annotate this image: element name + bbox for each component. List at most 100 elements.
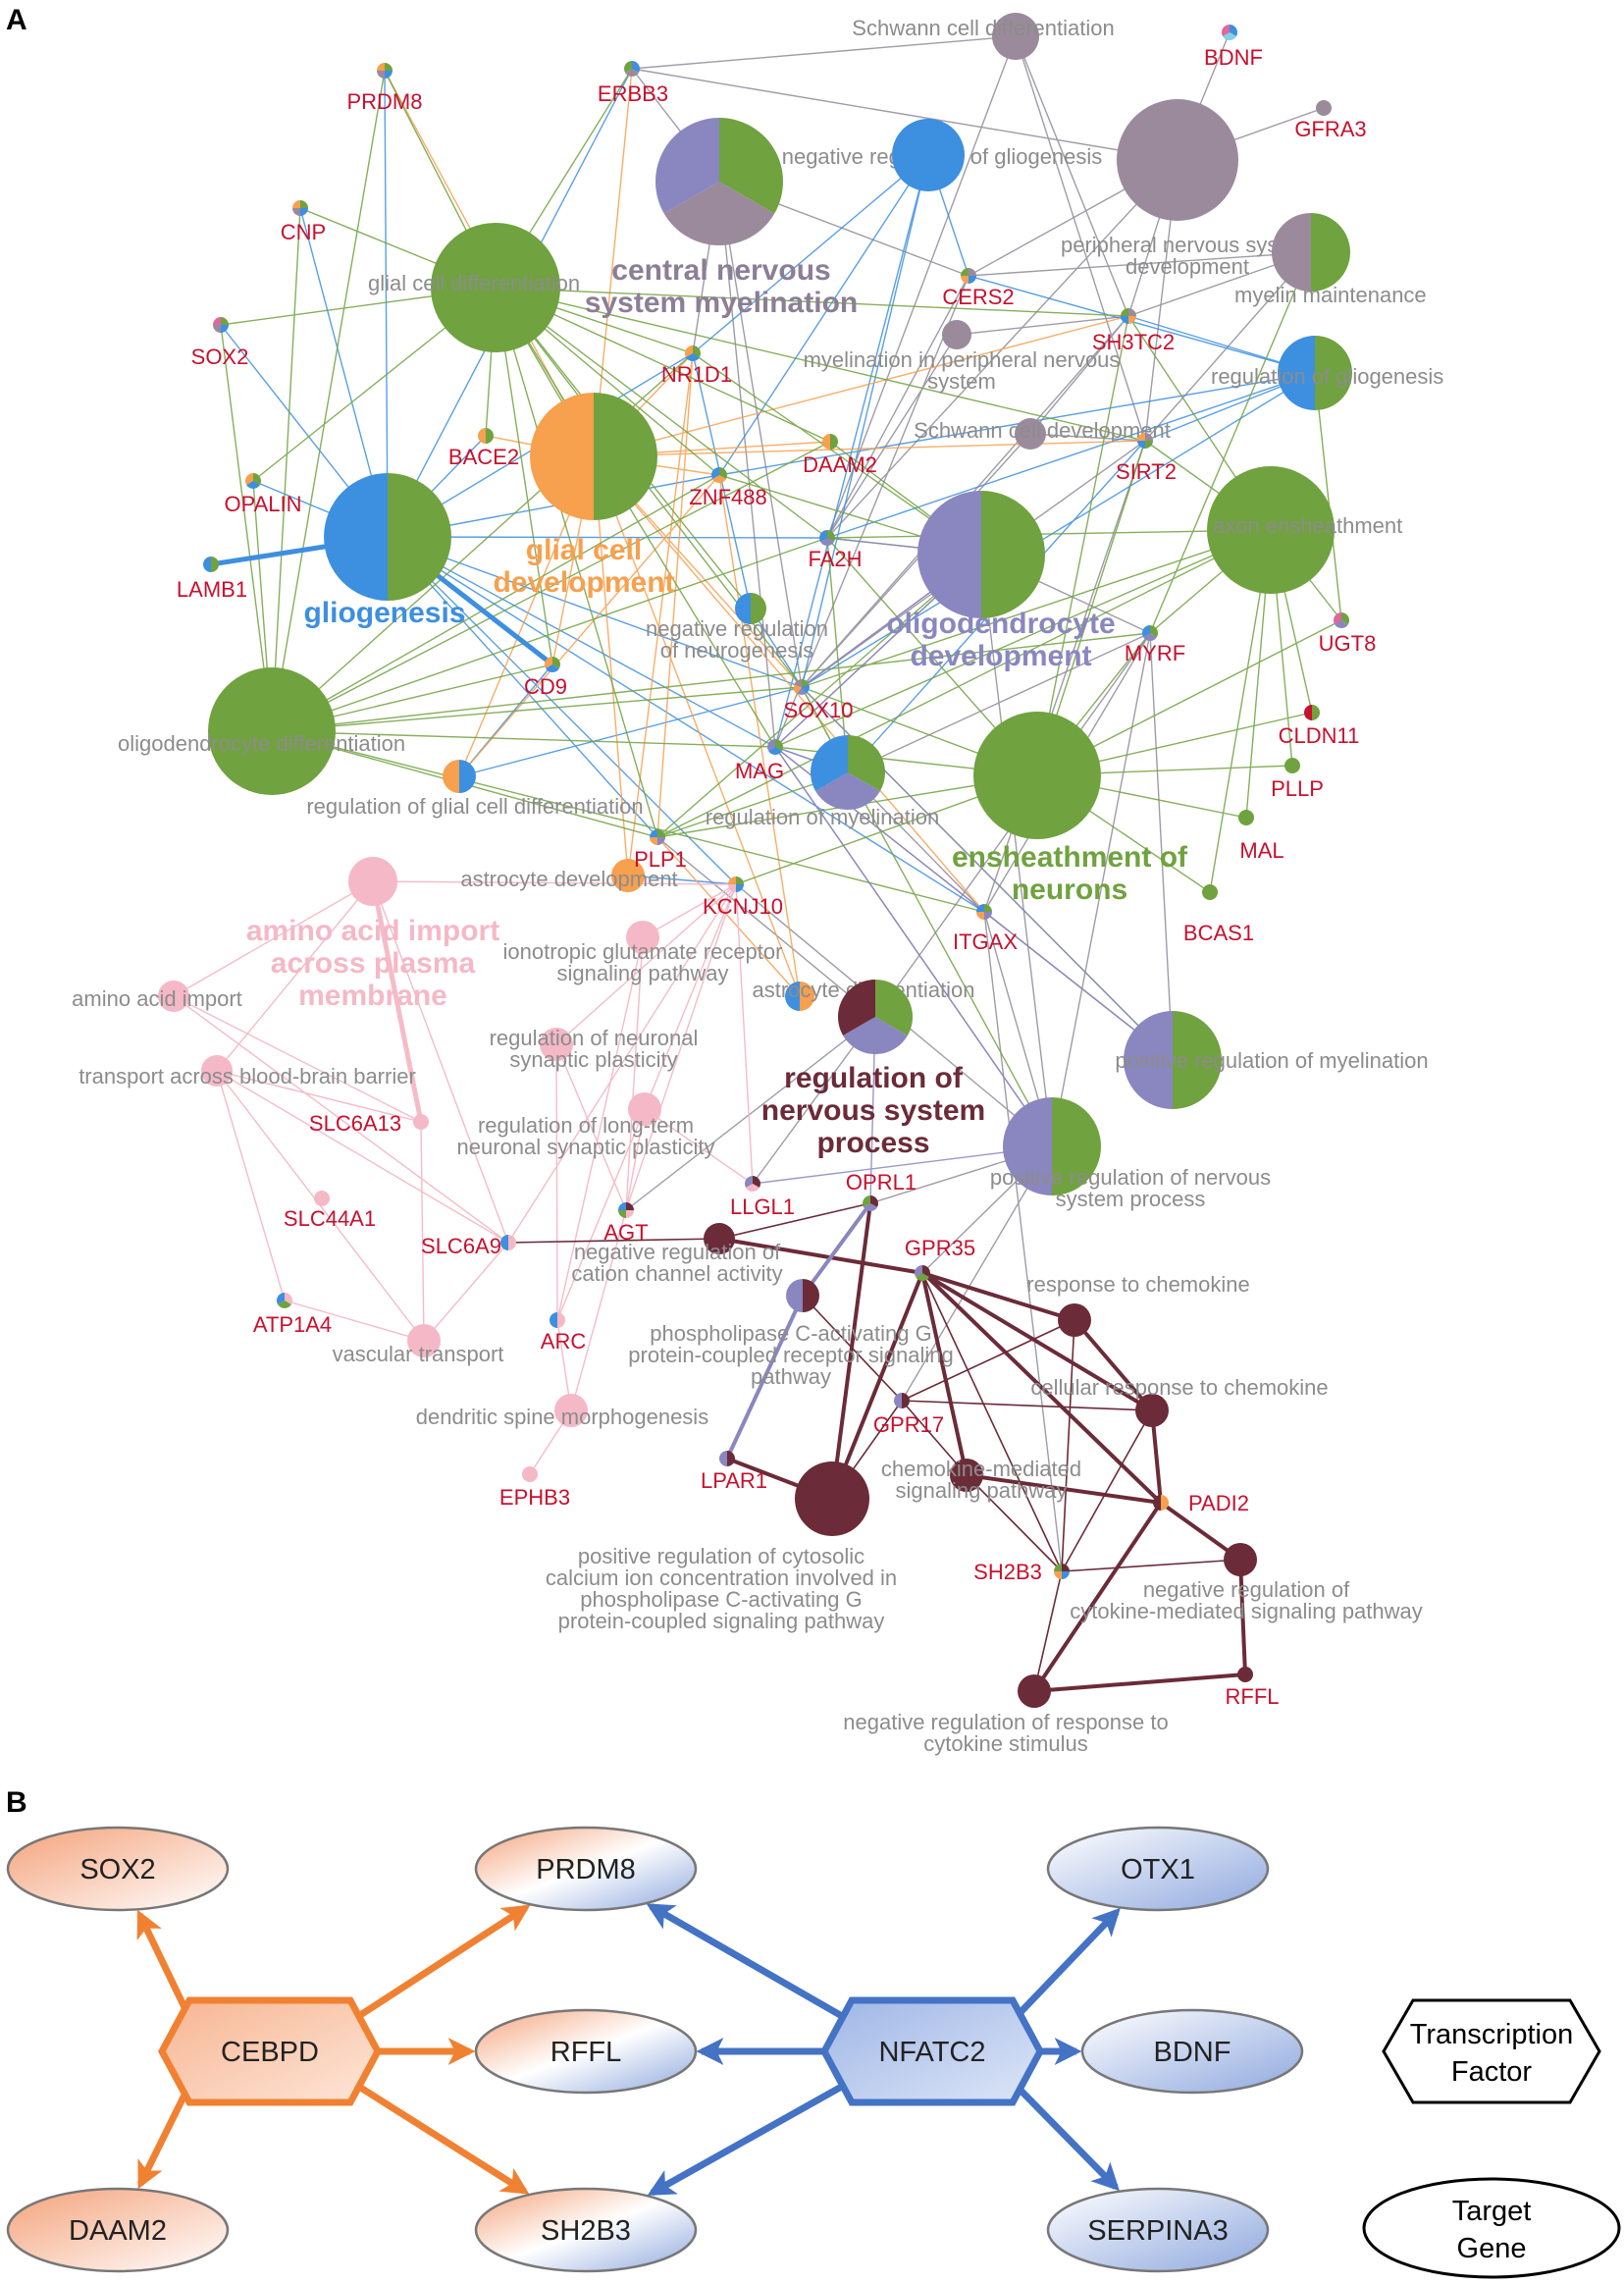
gene-label: PLP1 [634,847,687,872]
gene-label: GPR35 [905,1236,975,1260]
gene-label: FA2H [808,547,862,571]
term-node-t_neg_reg_cation [704,1223,735,1254]
term-node-t_plc [786,1279,819,1312]
gene-label: NR1D1 [661,362,732,387]
target-node-tg_prdm8 [474,1826,698,1912]
cluster-label: system myelination [585,287,858,319]
term-node-t_schwann_diff [992,13,1039,60]
gene-node-g_opalin [245,473,261,489]
cluster-label: amino acid import [246,915,499,947]
term-label: peripheral nervous system [1061,233,1314,257]
term-label: cytokine stimulus [923,1731,1088,1756]
gene-node-g_erbb3 [624,61,640,78]
term-label: oligodendrocyte differentiation [118,731,405,756]
term-label: cellular response to chemokine [1030,1375,1328,1400]
cluster-label: central nervous [611,254,830,287]
gene-label: PRDM8 [346,89,422,114]
arrow-tf_nfatc2-tg_sh2b3 [647,2076,857,2197]
gene-node-g_oprl1 [863,1195,878,1211]
term-label: astrocyte development [460,867,677,891]
term-label: pathway [751,1364,831,1389]
term-label: ionotropic glutamate receptor [503,939,783,964]
term-node-t_cell_resp_chemo [1135,1394,1169,1427]
gene-node-g_atp1a4 [277,1293,292,1308]
term-label: vascular transport [333,1342,504,1366]
gene-label: ZNF488 [689,485,766,509]
term-label: dendritic spine morphogenesis [416,1405,708,1429]
term-label: response to chemokine [1026,1272,1249,1297]
term-node-t_amino_import [158,981,189,1012]
term-node-t_oligo_diff [208,667,336,795]
term-node-t_oligo_dev [917,491,1045,618]
gene-label: SOX2 [191,345,249,369]
term-node-t_reg_gliogenesis [1278,336,1352,410]
term-node-t_reg_nerv_proc [838,980,913,1054]
term-node-t_myel_pns [942,320,971,349]
gene-node-g_bdnf [1222,25,1237,41]
gene-label: AGT [603,1220,648,1245]
gene-label: RFFL [1226,1684,1280,1709]
cluster-label: regulation of [784,1062,964,1094]
target-label: SERPINA3 [1087,2215,1228,2247]
term-node-t_pns_dev [1117,99,1238,221]
arrow-tf_nfatc2-tg_serpina3 [1007,2077,1120,2192]
term-node-t_astro_dev [611,859,645,892]
term-label: negative regulation of [574,1240,781,1264]
term-nodes: Schwann cell differentiation peripheral n… [72,13,1443,1756]
term-node-t_amino_import_plasma [348,857,397,906]
panel-a-letter: A [6,4,27,36]
term-label: system process [1056,1187,1206,1211]
cluster-label: development [493,566,674,599]
gene-node-g_plp1 [650,829,665,845]
term-node-t_myelin_maint [1272,213,1350,292]
gene-nodes: BDNFERBB3PRDM8GFRA3CNPCERS2SOX2SH3TC2NR1… [177,25,1376,1709]
term-label: chemokine-mediated [881,1457,1081,1481]
term-node-t_vascular [407,1324,441,1357]
gene-label: GFRA3 [1294,117,1366,141]
term-node-t_reg_glial_diff [443,760,476,793]
gene-label: CNP [281,220,326,244]
gene-label: SIRT2 [1116,459,1177,484]
term-label: synaptic plasticity [509,1047,677,1072]
gene-node-g_cd9 [545,657,560,673]
target-node-tg_serpina3 [1046,2187,1270,2273]
cluster-label: neurons [1012,874,1127,906]
term-node-t_resp_chemokine [1058,1303,1091,1337]
gene-node-g_gpr35 [915,1265,930,1281]
gene-label: OPALIN [224,492,301,516]
term-node-t_transport_bbb [201,1055,233,1087]
term-node-t_pos_reg_cyto [795,1461,869,1536]
term-node-t_neg_reg_cyto [1224,1543,1257,1576]
target-label: PRDM8 [536,1854,636,1885]
cluster-label: membrane [298,980,447,1012]
gene-node-g_gpr17 [894,1393,910,1408]
panel-b-letter: B [6,1786,27,1819]
gene-node-g_ugt8 [1334,612,1349,629]
legend-tf-label-1: Transcription [1410,2019,1574,2050]
term-node-t_pos_reg_nerv [1003,1097,1101,1195]
gene-label: LAMB1 [177,577,247,602]
term-node-t_glial_dev [530,393,657,520]
term-label: of neurogenesis [660,638,814,663]
gene-node-g_bcas1 [1202,884,1218,900]
term-label: myelin maintenance [1234,283,1427,307]
gene-label: EPHB3 [499,1485,570,1510]
term-label: protein-coupled signaling pathway [558,1609,885,1633]
legend-ellipse-icon [1362,2177,1621,2279]
term-node-t_glial_diff [431,223,560,352]
term-node-t_ionotropic [626,921,659,954]
term-node-t_reg_ltp [628,1092,661,1126]
gene-label: ITGAX [953,929,1018,954]
term-label: calcium ion concentration involved in [546,1566,897,1590]
term-label: Schwann cell differentiation [852,16,1114,40]
gene-label: KCNJ10 [703,894,783,919]
gene-label: MAL [1239,838,1283,863]
panel-a-network: A [6,4,1443,1756]
gene-label: SLC6A13 [309,1111,401,1136]
gene-node-g_znf488 [711,467,727,484]
term-label: protein-coupled receptor signaling [628,1343,953,1367]
gene-label: SLC44A1 [284,1206,376,1231]
cluster-label: glial cell [526,534,642,566]
